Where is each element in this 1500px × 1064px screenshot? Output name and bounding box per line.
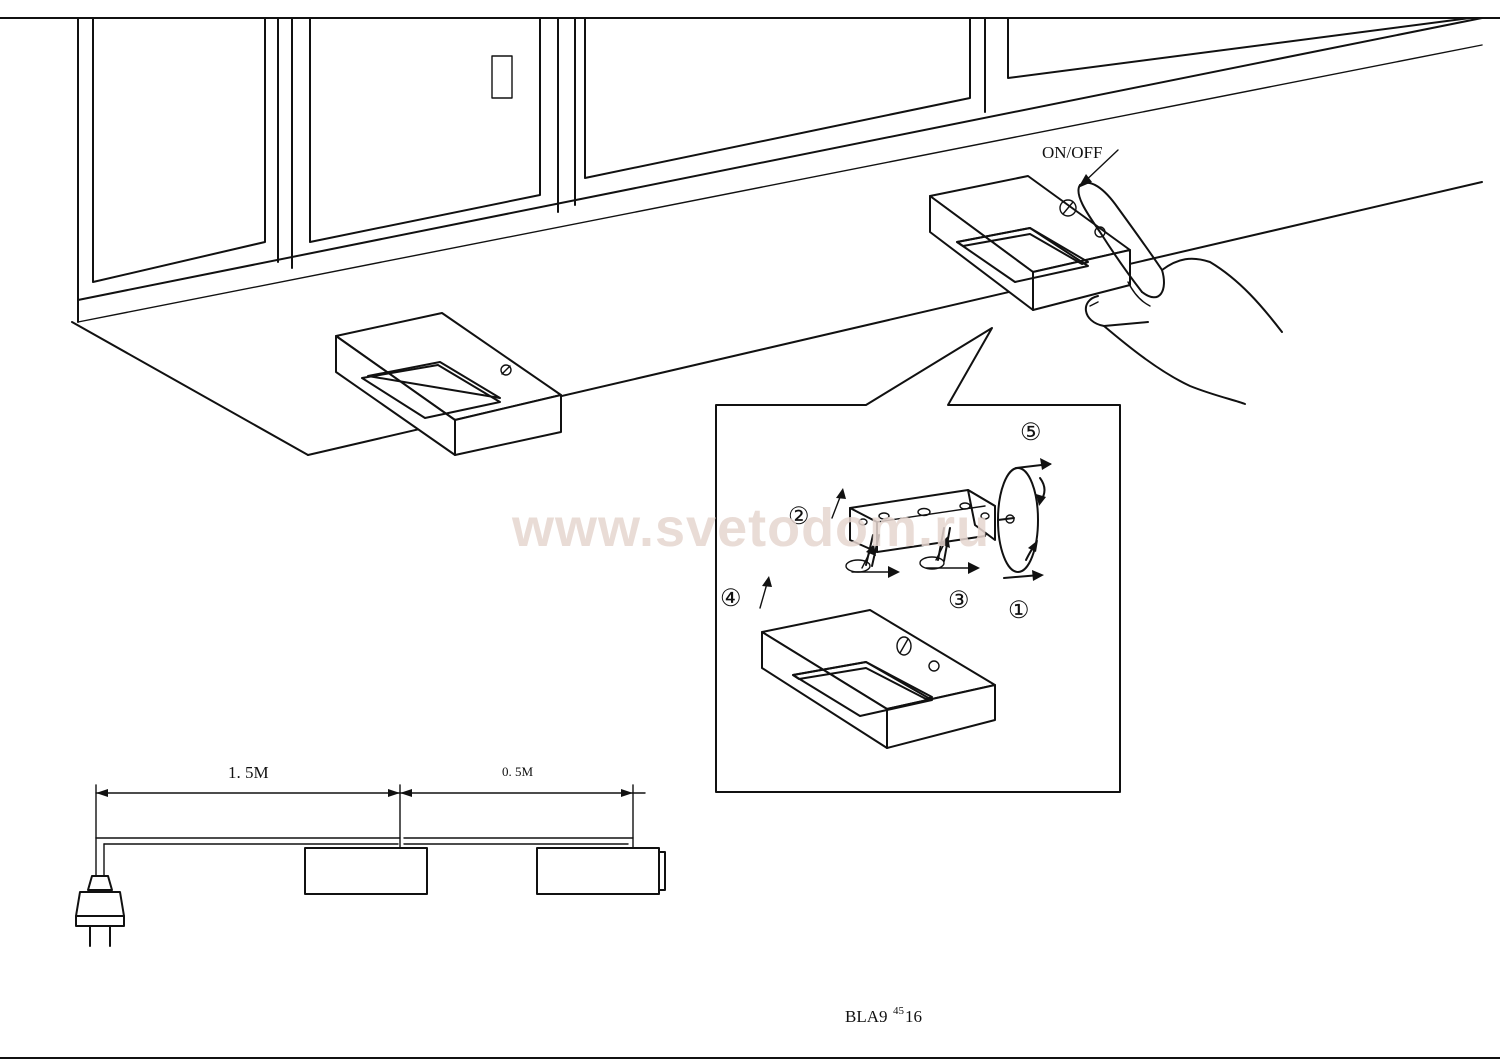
cable-wiring-diagram: 1. 5M 0. 5M xyxy=(75,763,666,947)
plug-icon xyxy=(75,875,125,947)
watermark-text: www.svetodom.ru xyxy=(511,498,990,558)
step-marker-3: ③ xyxy=(948,588,970,614)
step-marker-2: ② xyxy=(788,504,810,530)
model-code-suffix: 16 xyxy=(905,1007,922,1026)
mounted-light-right xyxy=(929,175,1131,311)
hand-pressing-switch xyxy=(1077,181,1283,405)
model-code-prefix: BLA9 xyxy=(845,1007,888,1026)
detail-inset: ① ② ③ ④ ⑤ xyxy=(715,327,1121,793)
rotation-indicator xyxy=(997,458,1052,581)
step-marker-4: ④ xyxy=(720,586,742,612)
mounted-light-left xyxy=(335,312,562,456)
inset-light-fixture xyxy=(761,609,996,749)
cable-length-2: 0. 5M xyxy=(502,764,534,779)
cabinet-scene xyxy=(71,17,1483,456)
step-markers: ① ② ③ ④ ⑤ xyxy=(720,420,1042,624)
step-arrows xyxy=(759,488,980,609)
step-marker-5: ⑤ xyxy=(1020,420,1042,446)
mounting-bracket xyxy=(845,489,1015,573)
cable-length-1: 1. 5M xyxy=(228,763,269,782)
model-code: BLA9 45 16 xyxy=(845,1005,922,1026)
light-unit-1 xyxy=(304,847,428,895)
switch-label: ON/OFF xyxy=(1042,143,1102,162)
step-marker-1: ① xyxy=(1008,598,1030,624)
model-code-superscript: 45 xyxy=(893,1005,905,1017)
switch-callout: ON/OFF xyxy=(1042,143,1119,188)
light-unit-2 xyxy=(536,847,660,895)
